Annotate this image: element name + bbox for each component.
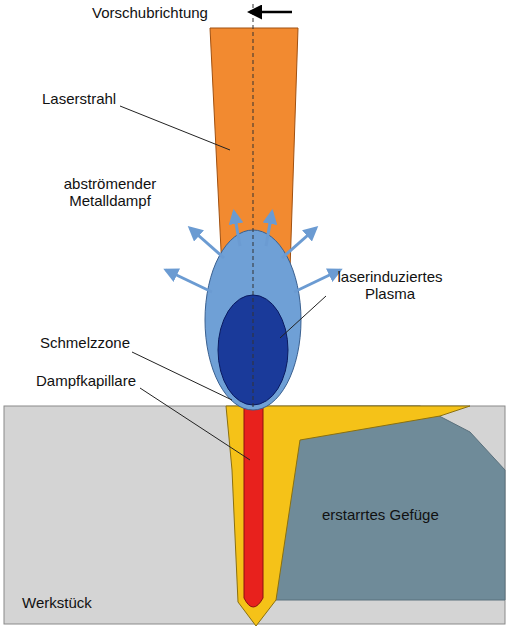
part-label: Schmelzzone bbox=[40, 334, 150, 351]
part-label: erstarrtes Gefüge bbox=[322, 506, 472, 523]
part-label: Dampfkapillare bbox=[36, 372, 156, 389]
center-axis bbox=[253, 4, 254, 410]
part-label: Werkstück bbox=[22, 594, 142, 611]
part-label: abströmender Metalldampf bbox=[50, 175, 170, 209]
direction-label: Vorschubrichtung bbox=[92, 4, 242, 21]
part-label: Laserstrahl bbox=[42, 90, 152, 107]
leader-lines bbox=[120, 106, 326, 460]
part-label: laserinduziertes Plasma bbox=[330, 268, 450, 302]
vapour-capillary bbox=[244, 400, 263, 607]
feed-arrow bbox=[250, 11, 292, 14]
